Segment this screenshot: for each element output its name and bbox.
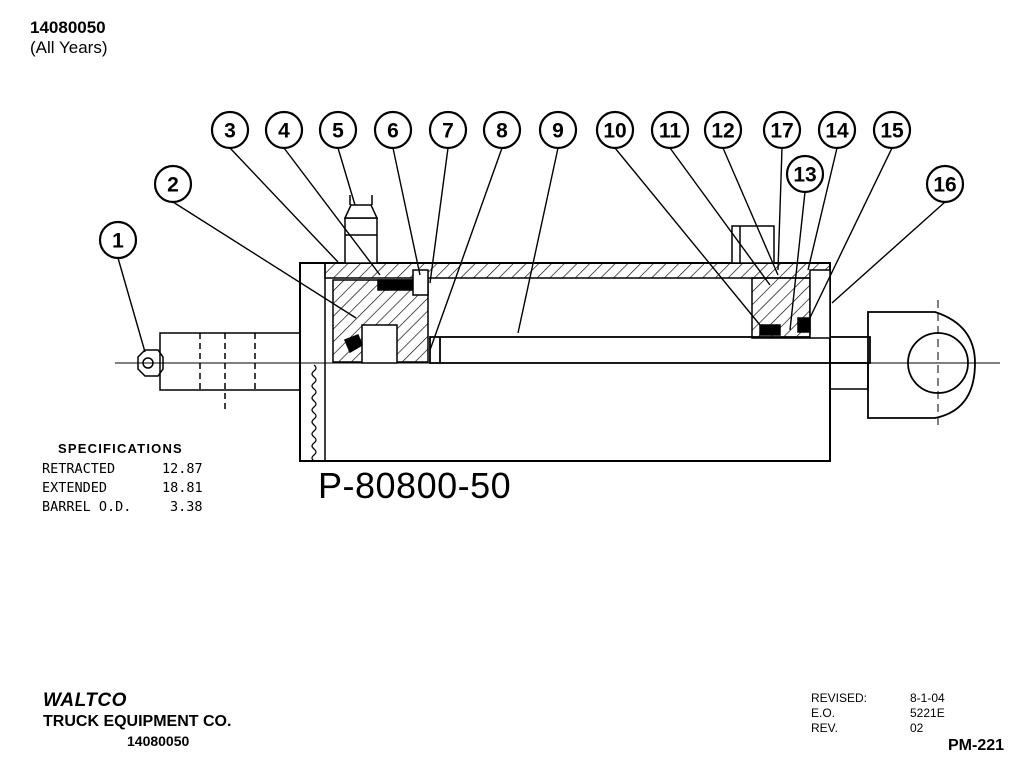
svg-text:16: 16 [933, 174, 956, 197]
revised-label: REVISED: [811, 691, 868, 705]
spec-value-extended: 18.81 [162, 480, 203, 496]
svg-text:1: 1 [112, 230, 124, 253]
svg-text:4: 4 [278, 120, 290, 143]
callout-4: 4 [264, 110, 304, 150]
callout-6: 6 [373, 110, 413, 150]
spec-value-retracted: 12.87 [162, 461, 203, 477]
svg-text:15: 15 [880, 120, 904, 143]
callout-5: 5 [318, 110, 358, 150]
callout-12: 12 [703, 110, 743, 150]
svg-text:17: 17 [770, 120, 793, 143]
spec-label-extended: EXTENDED [42, 480, 108, 496]
callout-2: 2 [153, 164, 193, 204]
svg-text:7: 7 [442, 120, 454, 143]
specifications-title: SPECIFICATIONS [58, 441, 183, 456]
company-name: TRUCK EQUIPMENT CO. [43, 713, 232, 730]
callout-9: 9 [538, 110, 578, 150]
svg-text:12: 12 [711, 120, 734, 143]
footer-part-number: 14080050 [127, 733, 190, 749]
svg-text:2: 2 [167, 174, 179, 197]
eo-label: E.O. [811, 706, 836, 720]
rod-extension [829, 362, 869, 390]
svg-text:13: 13 [793, 164, 816, 187]
svg-text:9: 9 [552, 120, 564, 143]
svg-text:3: 3 [224, 120, 236, 143]
rod-eye [867, 300, 976, 430]
page-code: PM-221 [948, 737, 1005, 754]
rev-value: 02 [910, 721, 924, 735]
weld-bead [311, 364, 317, 462]
svg-text:10: 10 [603, 120, 626, 143]
document-part-number: 14080050 [30, 18, 106, 37]
document-years: (All Years) [30, 38, 108, 57]
svg-text:8: 8 [496, 120, 508, 143]
spec-label-barrel-od: BARREL O.D. [42, 499, 132, 515]
callout-7: 7 [428, 110, 468, 150]
model-number: P-80800-50 [318, 465, 512, 506]
callout-8: 8 [482, 110, 522, 150]
svg-text:5: 5 [332, 120, 344, 143]
callout-16: 16 [925, 164, 965, 204]
callout-1: 1 [98, 220, 138, 260]
svg-text:14: 14 [825, 120, 849, 143]
spec-value-barrel-od: 3.38 [170, 499, 203, 515]
rev-label: REV. [811, 721, 838, 735]
eo-value: 5221E [910, 706, 945, 720]
svg-text:6: 6 [387, 120, 399, 143]
callout-15: 15 [872, 110, 912, 150]
callout-13: 13 [785, 154, 825, 194]
callout-14: 14 [817, 110, 857, 150]
brand-logo-text: WALTCO [43, 690, 127, 711]
piston-rod [429, 336, 871, 364]
piston [332, 269, 429, 364]
callout-10: 10 [595, 110, 635, 150]
spec-label-retracted: RETRACTED [42, 461, 116, 477]
callout-3: 3 [210, 110, 250, 150]
grease-fitting [137, 349, 164, 377]
callout-11: 11 [650, 110, 690, 150]
bleed-port [343, 195, 379, 264]
leader-lines [117, 147, 946, 353]
callout-17: 17 [762, 110, 802, 150]
svg-text:11: 11 [659, 120, 682, 143]
breather-port [731, 225, 775, 264]
revised-value: 8-1-04 [910, 691, 945, 705]
base-pin-end [159, 332, 301, 410]
gland [751, 269, 831, 339]
